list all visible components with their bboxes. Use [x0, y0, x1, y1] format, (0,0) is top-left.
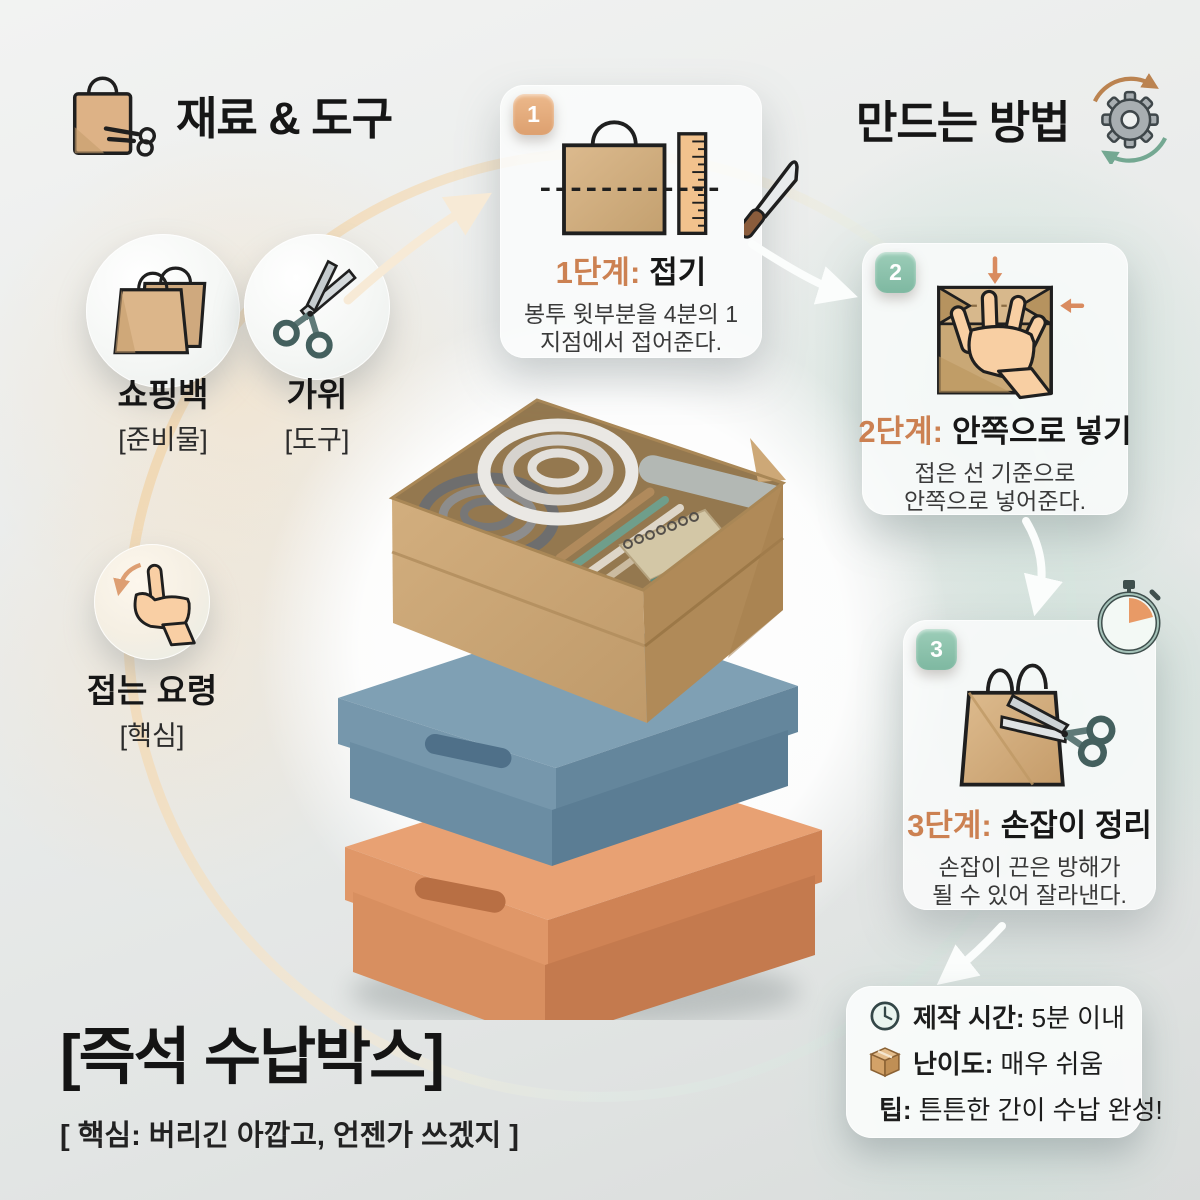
step-2-badge: 2	[875, 252, 916, 293]
material-circle-folding	[94, 544, 210, 660]
material-label-scissors: 가위 [도구]	[284, 376, 350, 455]
stopwatch-icon	[1097, 580, 1161, 655]
method-header: 만드는 방법	[856, 72, 1176, 164]
page-title: [즉석 수납박스]	[60, 1023, 445, 1092]
step-1-title: 1단계:접기	[555, 255, 707, 290]
small-scissors	[103, 126, 157, 157]
push-arrows	[987, 256, 1085, 313]
step-3-title: 3단계:손잡이 정리	[907, 808, 1152, 843]
step-3-badge: 3	[916, 629, 957, 670]
stopwatch-elapsed-wedge	[1129, 598, 1153, 623]
step-card-2: 2 2단계:안쪽으로 넣기	[858, 243, 1132, 515]
ruler	[677, 132, 708, 236]
gear-sync-icon	[1092, 73, 1167, 164]
kraft-flap	[750, 438, 786, 482]
knife-icon	[744, 160, 799, 239]
gray-tube	[638, 455, 783, 513]
step-1-badge: 1	[513, 94, 554, 135]
arrow-step1-to-step2	[748, 240, 858, 305]
summary-row-tip: 팁:튼튼한 간이 수납 완성!	[868, 1090, 1163, 1127]
page-subtitle: [ 핵심: 버리긴 아깝고, 언젠가 쓰겠지 ]	[60, 1120, 519, 1152]
material-label-folding: 접는 요령 [핵심]	[86, 672, 218, 751]
material-circle-scissors	[244, 234, 390, 380]
stacked-boxes-photo	[338, 398, 822, 1020]
blue-box-handle-cutout	[424, 733, 512, 769]
pencils	[555, 487, 696, 584]
materials-header: 재료 & 도구	[66, 66, 393, 162]
shopping-bags-icon	[113, 266, 207, 355]
step-2-title: 2단계:안쪽으로 넣기	[858, 413, 1132, 449]
footer: [즉석 수납박스] [ 핵심: 버리긴 아깝고, 언젠가 쓰겠지 ]	[60, 1006, 519, 1154]
material-circle-shopping-bag	[86, 234, 240, 388]
clock-icon	[870, 1001, 900, 1031]
method-header-title: 만드는 방법	[856, 96, 1071, 148]
summary-card: 제작 시간:5분 이내 난이도:매우 쉬움 팁:튼튼	[846, 986, 1163, 1138]
arrow-step2-to-step3	[1022, 517, 1063, 617]
material-label-shopping-bag: 쇼핑백 [준비물]	[117, 376, 209, 455]
bag-scissors-cut-icon	[959, 663, 1115, 787]
materials-header-title: 재료 & 도구	[176, 92, 393, 144]
bag-scissors-icon	[72, 76, 157, 157]
package-icon	[869, 1047, 901, 1078]
summary-row-time: 제작 시간:5분 이내	[868, 998, 1142, 1035]
pushing-hand	[949, 289, 1053, 400]
bag-ruler-icon	[541, 120, 721, 236]
summary-row-difficulty: 난이도:매우 쉬움	[868, 1044, 1142, 1081]
scissors-icon	[272, 259, 357, 359]
fold-push-hand-icon	[937, 256, 1085, 400]
arrow-step3-to-summary	[936, 922, 1006, 985]
cutting-scissors	[999, 693, 1115, 768]
orange-box-handle-cutout	[414, 877, 506, 913]
pointing-hand-icon	[113, 562, 196, 647]
white-cable-coil	[477, 418, 639, 526]
